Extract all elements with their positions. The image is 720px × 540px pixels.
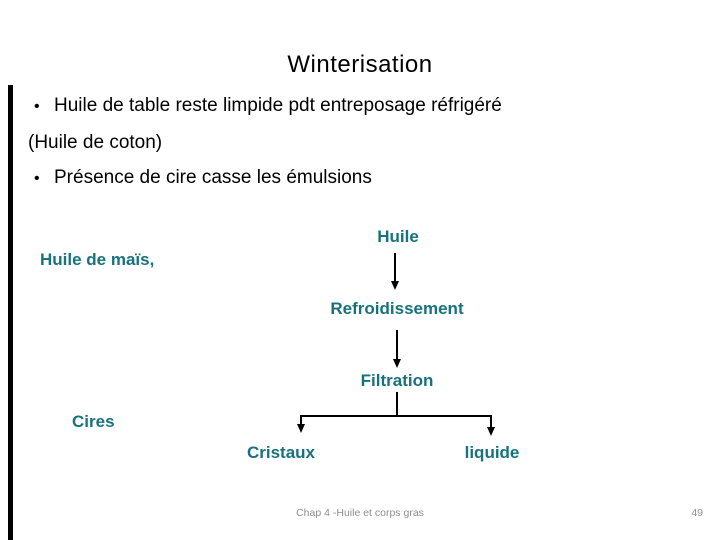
diagram-node-cires: Cires — [72, 412, 115, 431]
bullet-icon: • — [34, 98, 40, 115]
diagram-node-filtration: Filtration — [360, 371, 434, 390]
footer-chapter-label: Chap 4 -Huile et corps gras — [296, 507, 424, 519]
diagram-node-cristaux: Cristaux — [246, 443, 316, 462]
arrowhead-down-icon — [393, 359, 401, 368]
diagram-node-liquide: liquide — [464, 443, 520, 462]
bullet-text: Présence de cire casse les émulsions — [54, 167, 372, 188]
slide-title: Winterisation — [287, 51, 433, 78]
bullet-text: Huile de table reste limpide pdt entrepo… — [54, 95, 502, 116]
diagram-node-refroidissement: Refroidissement — [330, 299, 464, 318]
arrow-refroidissement-filtration — [396, 330, 398, 360]
arrowhead-down-icon — [391, 281, 399, 290]
diagram-node-huile: Huile — [377, 227, 419, 246]
arrow-branch-liquide — [490, 415, 492, 428]
bullet-list: • Huile de table reste limpide pdt entrep… — [28, 88, 688, 197]
arrowhead-down-icon — [487, 427, 495, 436]
connector-branch-bar — [301, 415, 492, 417]
arrow-branch-cristaux — [300, 415, 302, 425]
connector-filtration-stem — [396, 392, 398, 415]
bullet-text: (Huile de coton) — [28, 131, 163, 153]
bullet-line-2: (Huile de coton) — [28, 125, 688, 161]
arrow-huile-refroidissement — [394, 253, 396, 282]
bullet-icon: • — [34, 170, 40, 187]
left-accent-bar — [8, 85, 13, 540]
bullet-line-3: • Présence de cire casse les émulsions — [28, 160, 688, 197]
page-number: 49 — [691, 507, 703, 519]
bullet-line-1: • Huile de table reste limpide pdt entrep… — [28, 88, 688, 125]
diagram-node-huile-de-mais: Huile de maïs, — [40, 250, 155, 269]
arrowhead-down-icon — [297, 424, 305, 433]
